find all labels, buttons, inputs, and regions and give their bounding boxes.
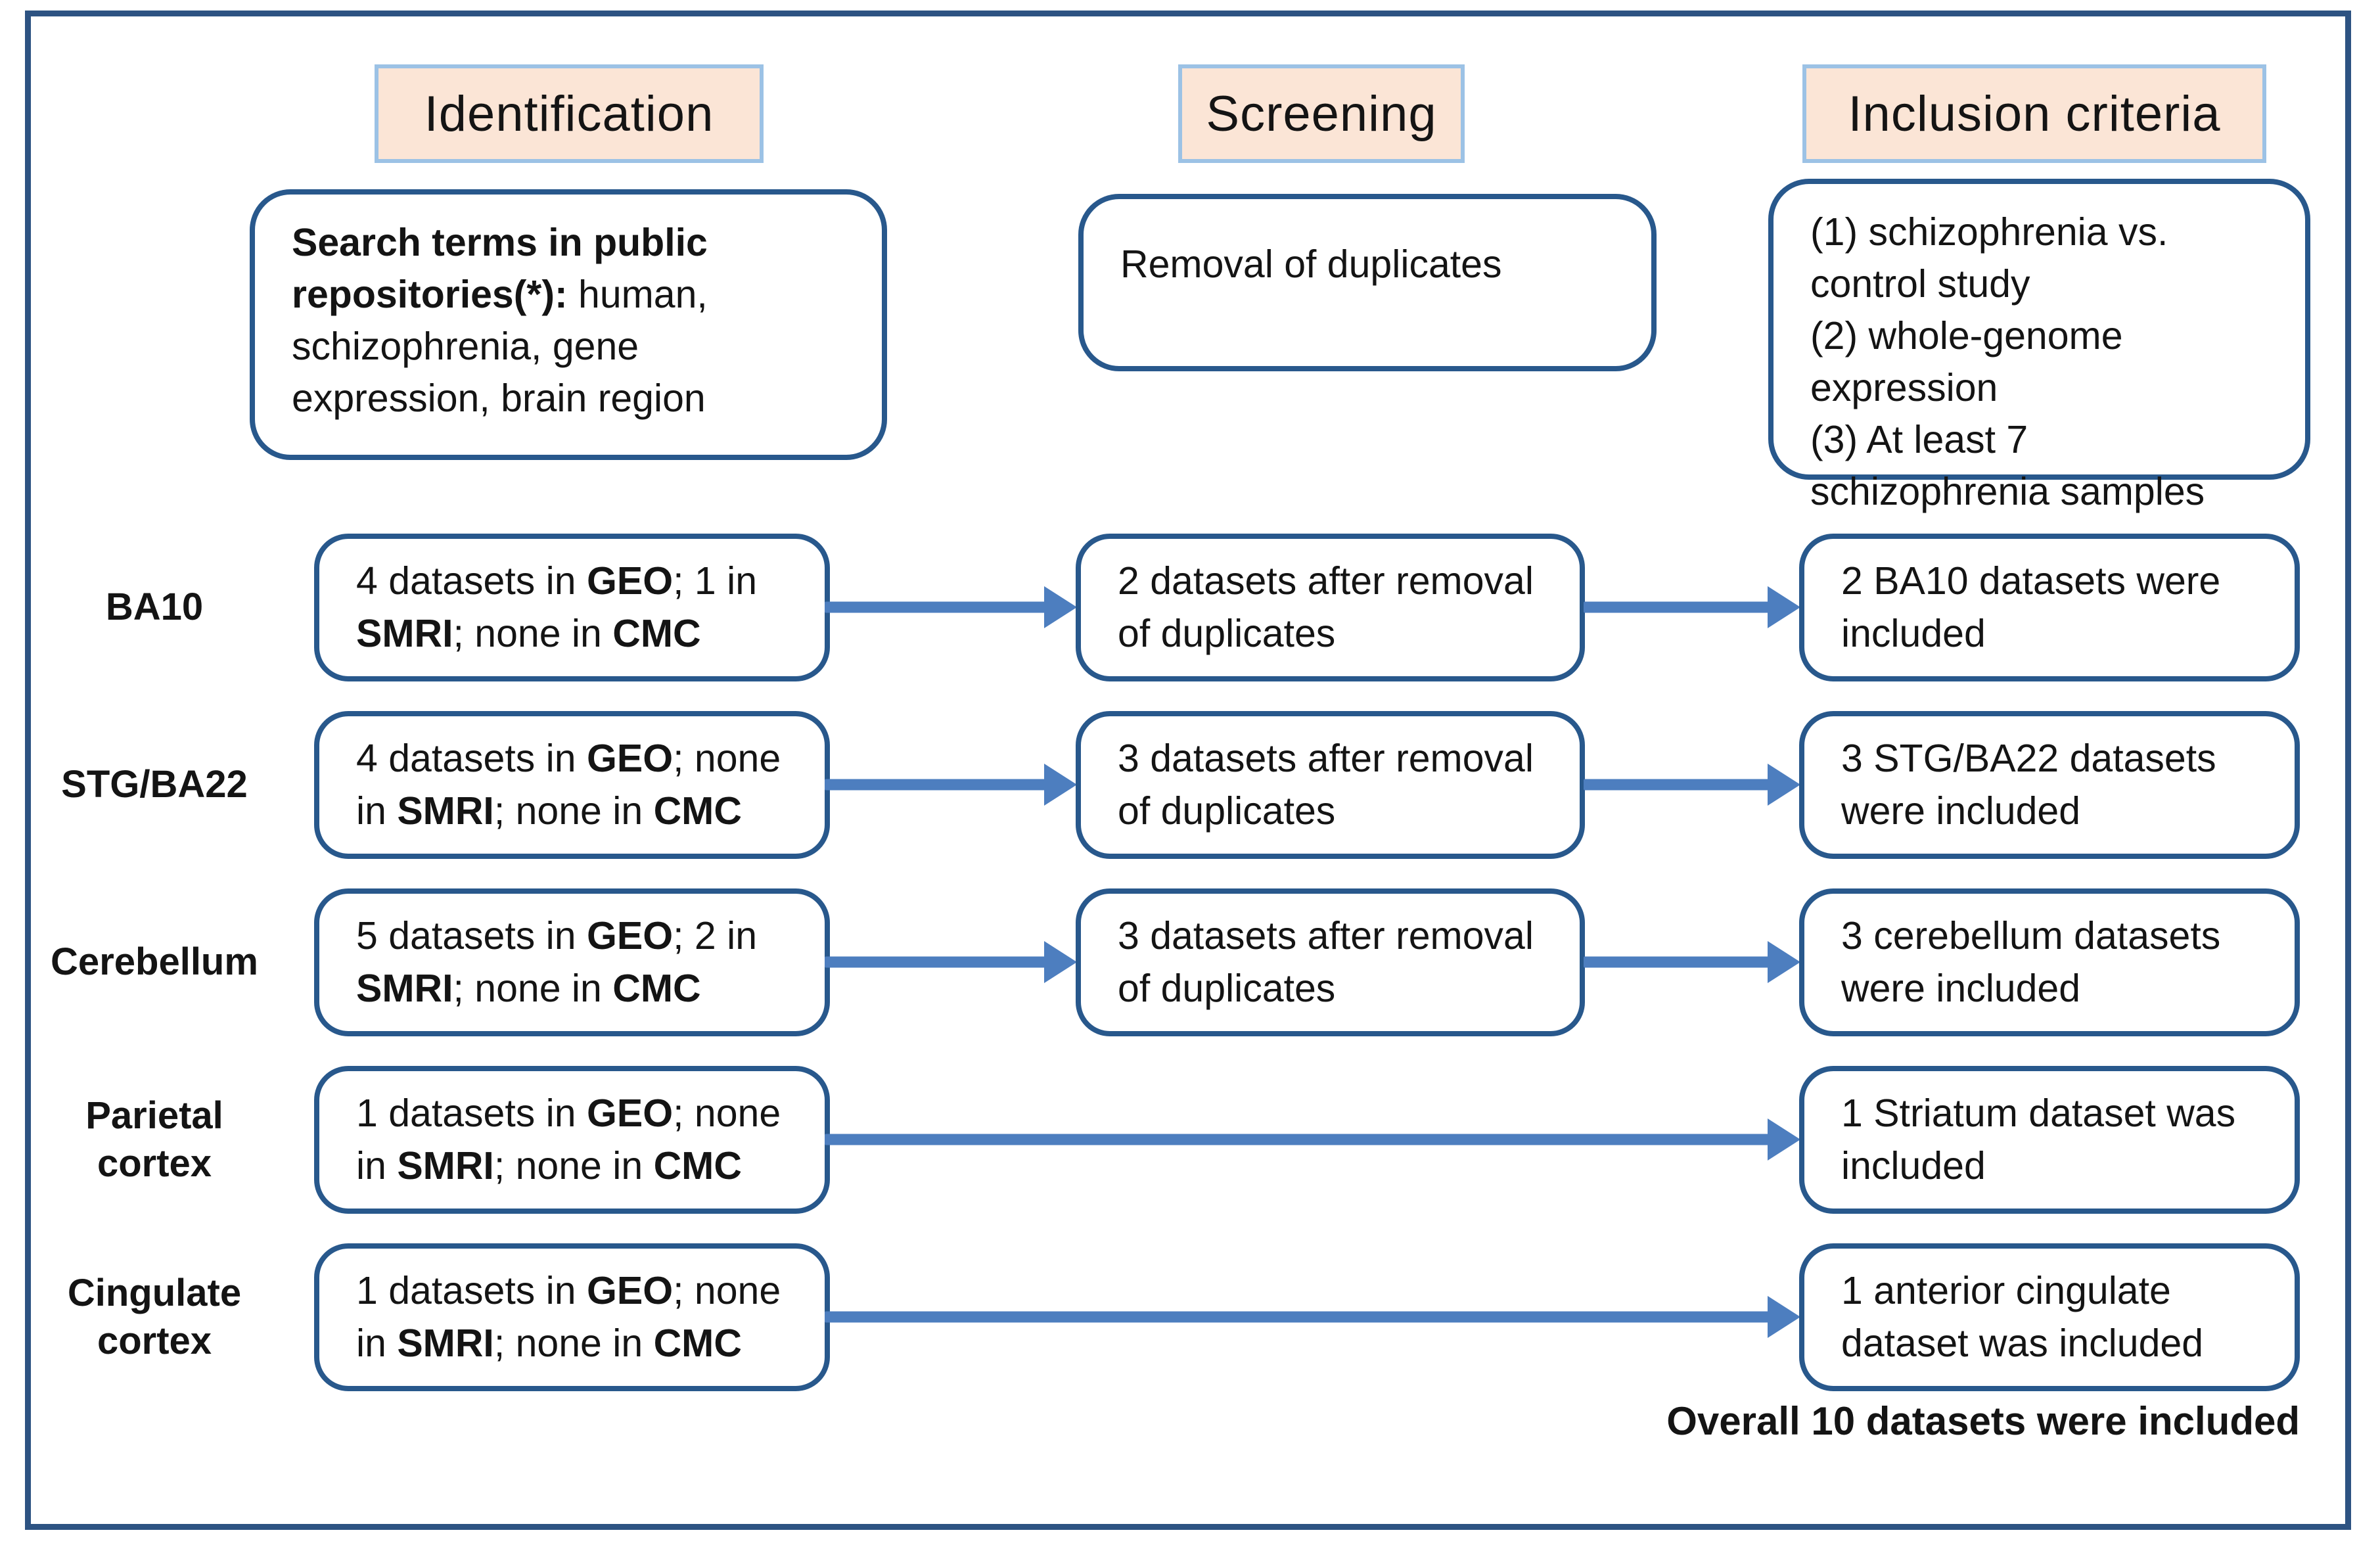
column-header-identification: Identification [375,64,764,163]
flow-arrow [825,938,1077,986]
row-label-parietal-cortex: Parietal cortex [85,1094,223,1185]
flow-arrow [1584,938,1800,986]
arrow-head-icon [1044,764,1077,806]
row-label-cerebellum: Cerebellum [51,940,258,984]
arrow-head-icon [1044,941,1077,983]
arrow-head-icon [1768,1296,1800,1338]
row-label-ba10: BA10 [105,586,204,629]
removal-of-duplicates-box: Removal of duplicates [1078,194,1657,371]
screening-box-ba10: 2 datasets after removal of duplicates [1076,534,1585,681]
identification-box-parietal-cortex: 1 datasets in GEO; none in SMRI; none in… [314,1066,830,1214]
column-header-inclusion-criteria: Inclusion criteria [1802,64,2266,163]
inclusion-criterion-2: (2) whole-genome expression [1810,314,2123,410]
identification-box-stg-ba22: 4 datasets in GEO; none in SMRI; none in… [314,711,830,859]
flow-arrow [1584,761,1800,808]
identification-box-cerebellum: 5 datasets in GEO; 2 in SMRI; none in CM… [314,888,830,1036]
arrow-shaft [825,601,1048,613]
inclusion-box-ba10: 2 BA10 datasets were included [1799,534,2300,681]
inclusion-criterion-3: (3) At least 7 schizophrenia samples [1810,418,2205,514]
flow-arrow [825,1116,1800,1163]
arrow-shaft [825,1311,1772,1323]
arrow-shaft [825,956,1048,968]
inclusion-box-stg-ba22: 3 STG/BA22 datasets were included [1799,711,2300,859]
flow-arrow [1584,584,1800,631]
arrow-head-icon [1044,586,1077,628]
identification-text: 1 datasets in GEO; none in SMRI; none in… [356,1269,781,1365]
screening-box-cerebellum: 3 datasets after removal of duplicates [1076,888,1585,1036]
identification-box-cingulate-cortex: 1 datasets in GEO; none in SMRI; none in… [314,1243,830,1391]
flow-arrow [825,584,1077,631]
row-label-stg-ba22: STG/BA22 [61,763,248,806]
inclusion-criterion-1: (1) schizophrenia vs. control study [1810,210,2168,306]
inclusion-box-parietal-cortex: 1 Striatum dataset was included [1799,1066,2300,1214]
inclusion-criteria-box: (1) schizophrenia vs. control study (2) … [1768,179,2310,513]
arrow-shaft [825,779,1048,791]
identification-text: 4 datasets in GEO; none in SMRI; none in… [356,737,781,833]
identification-text: 4 datasets in GEO; 1 in SMRI; none in CM… [356,559,758,655]
arrow-shaft [1584,601,1772,613]
identification-box-ba10: 4 datasets in GEO; 1 in SMRI; none in CM… [314,534,830,681]
search-terms-rest-text: human, schizophrenia, gene expression, b… [292,273,708,421]
arrow-head-icon [1768,941,1800,983]
identification-text: 5 datasets in GEO; 2 in SMRI; none in CM… [356,914,758,1010]
identification-text: 1 datasets in GEO; none in SMRI; none in… [356,1092,781,1187]
arrow-head-icon [1768,586,1800,628]
row-label-cingulate-cortex: Cingulate cortex [67,1272,242,1362]
column-header-screening: Screening [1178,64,1465,163]
arrow-head-icon [1768,764,1800,806]
arrow-head-icon [1768,1118,1800,1161]
arrow-shaft [1584,779,1772,791]
arrow-shaft [1584,956,1772,968]
screening-box-stg-ba22: 3 datasets after removal of duplicates [1076,711,1585,859]
search-terms-box: Search terms in public repositories(*): … [250,189,887,460]
overall-summary-text: Overall 10 datasets were included [1666,1399,2300,1443]
search-terms-bold-text: Search terms in public repositories(*): [292,221,708,317]
inclusion-box-cerebellum: 3 cerebellum datasets were included [1799,888,2300,1036]
flow-arrow [825,761,1077,808]
inclusion-box-cingulate-cortex: 1 anterior cingulate dataset was include… [1799,1243,2300,1391]
flow-arrow [825,1293,1800,1341]
arrow-shaft [825,1134,1772,1145]
